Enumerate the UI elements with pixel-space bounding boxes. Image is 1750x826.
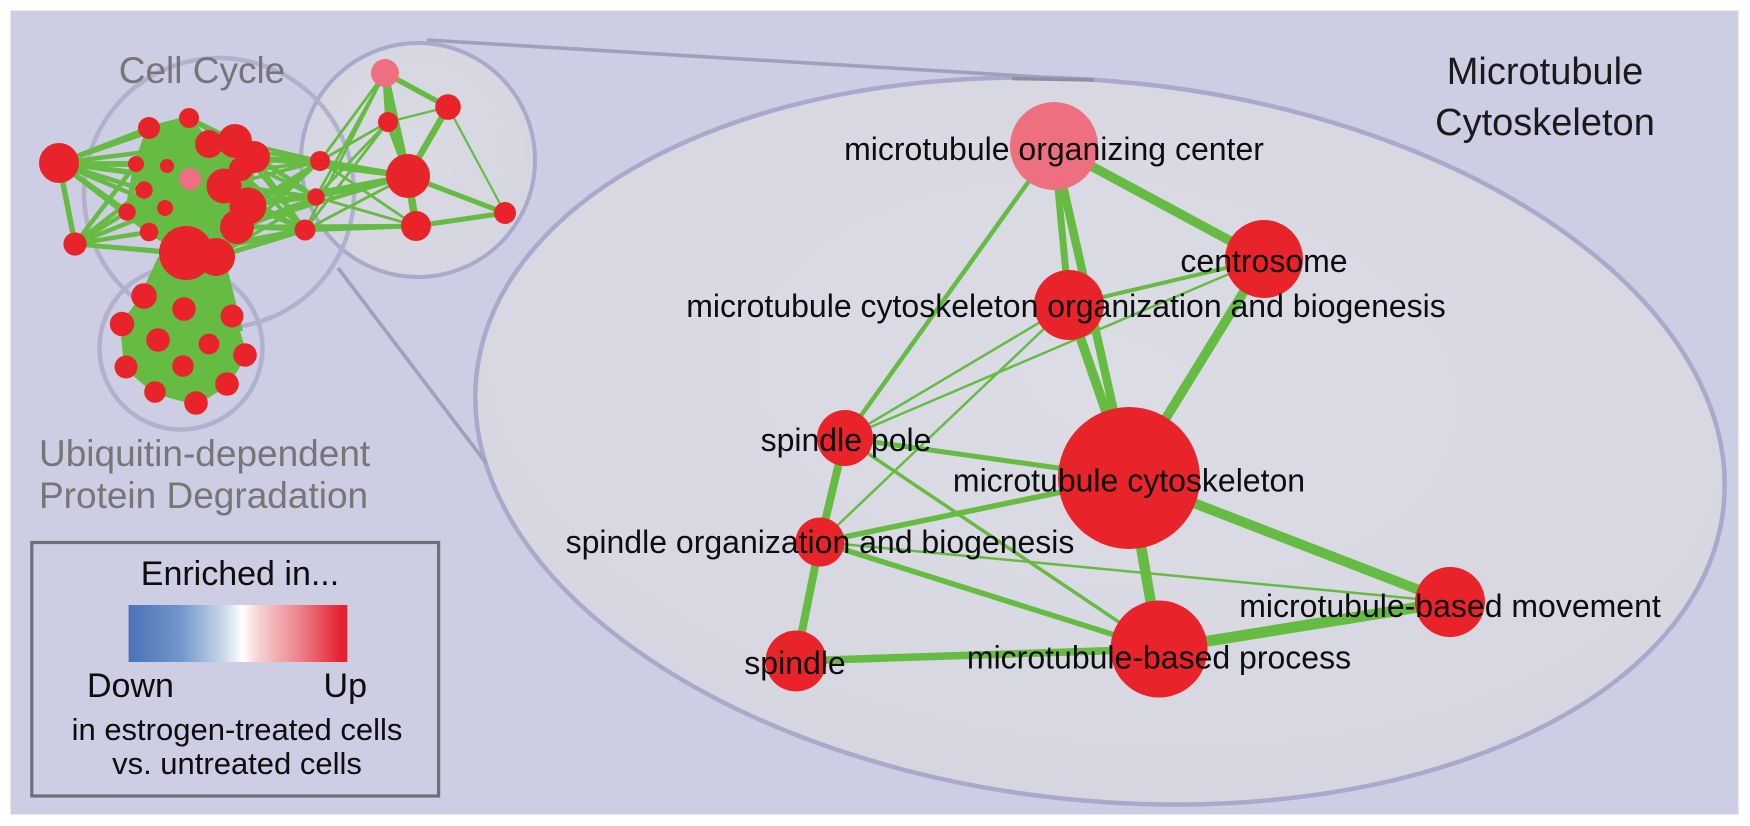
svg-text:spindle pole: spindle pole xyxy=(761,422,932,458)
svg-text:Enriched in...: Enriched in... xyxy=(141,555,339,593)
svg-text:spindle: spindle xyxy=(744,645,845,681)
svg-text:Cell Cycle: Cell Cycle xyxy=(119,50,286,91)
svg-text:microtubule-based movement: microtubule-based movement xyxy=(1239,588,1661,624)
svg-text:microtubule cytoskeleton: microtubule cytoskeleton xyxy=(953,463,1305,499)
svg-text:Up: Up xyxy=(324,667,367,705)
svg-text:Protein Degradation: Protein Degradation xyxy=(39,475,368,516)
svg-text:Ubiquitin-dependent: Ubiquitin-dependent xyxy=(39,433,371,474)
svg-text:Microtubule: Microtubule xyxy=(1447,51,1643,93)
svg-text:vs. untreated cells: vs. untreated cells xyxy=(112,746,362,781)
svg-text:Cytoskeleton: Cytoskeleton xyxy=(1435,102,1655,144)
svg-text:microtubule cytoskeleton organ: microtubule cytoskeleton organization an… xyxy=(686,288,1446,324)
svg-text:in estrogen-treated cells: in estrogen-treated cells xyxy=(72,712,403,747)
svg-text:Down: Down xyxy=(87,667,174,705)
svg-text:centrosome: centrosome xyxy=(1180,243,1347,279)
svg-text:spindle organization and bioge: spindle organization and biogenesis xyxy=(566,524,1075,560)
svg-text:microtubule-based process: microtubule-based process xyxy=(967,640,1351,676)
svg-text:microtubule organizing center: microtubule organizing center xyxy=(844,131,1264,167)
